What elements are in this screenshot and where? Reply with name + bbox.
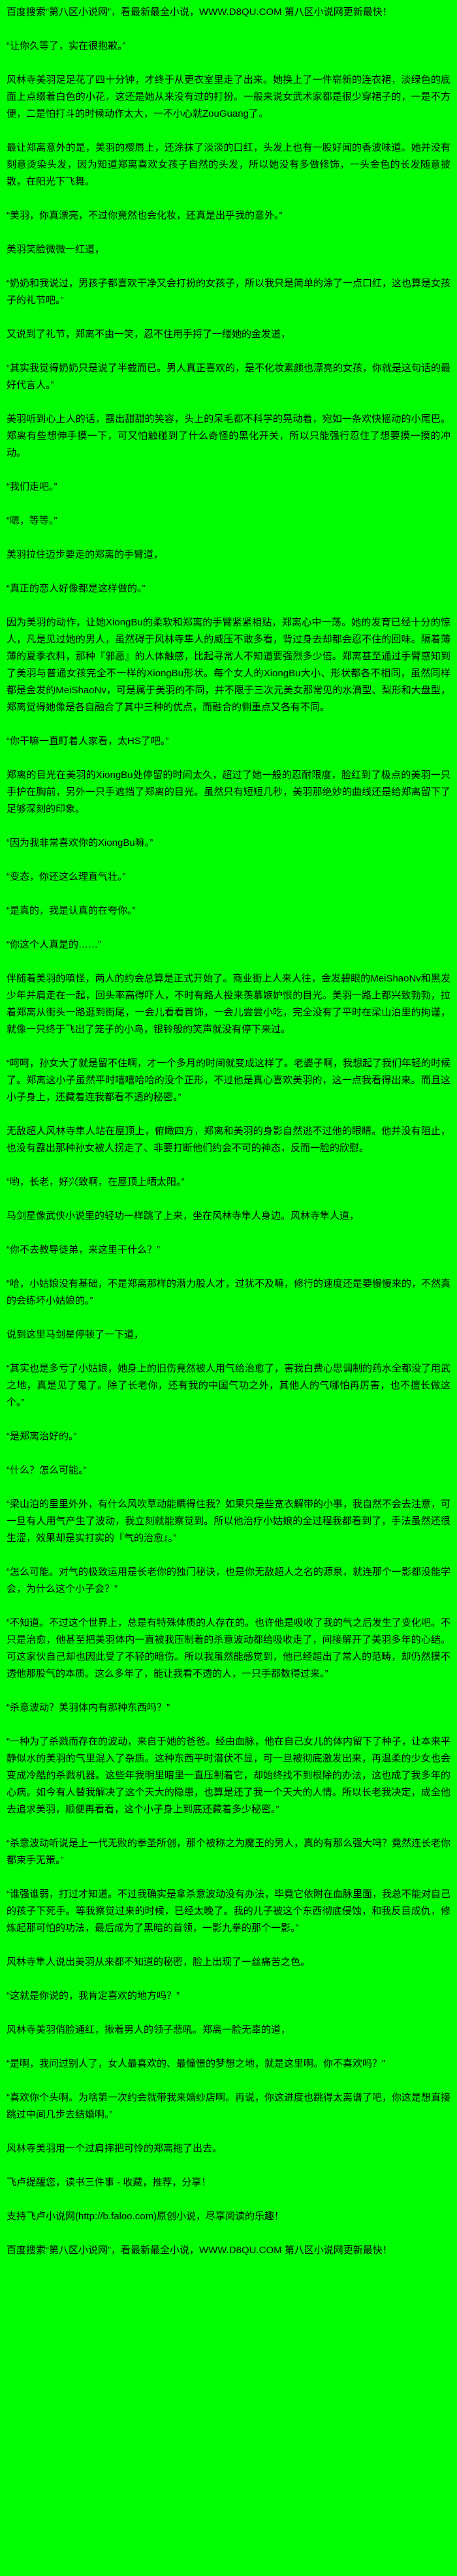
page-footer: 飞卢提醒您，读书三件事 - 收藏，推荐，分享！ 支持飞卢小说网(http://b… [7,2174,450,2259]
faloo-support-line: 支持飞卢小说网(http://b.faloo.com)原创小说，尽享阅读的乐趣！ [7,2211,285,2222]
novel-paragraph: “美羽，你真漂亮，不过你竟然也会化妆，还真是出乎我的意外。” [7,210,283,221]
novel-paragraph: “呵呵，孙女大了就是留不住啊，才一个多月的时间就变成这样了。老婆子啊，我想起了我… [7,1058,450,1103]
novel-paragraph: “奶奶和我说过，男孩子都喜欢干净又会打扮的女孩子，所以我只是简单的涂了一点口红，… [7,278,450,306]
novel-paragraph: 马剑星像武侠小说里的轻功一样跳了上来，坐在风林寺隼人身边。风林寺隼人道， [7,1210,360,1221]
novel-paragraph: “一种为了杀戮而存在的波动，来自于她的爸爸。经由血脉，他在自己女儿的体内留下了种… [7,1736,450,1815]
promo-banner-top: 百度搜索“第八区小说网”，看最新最全小说，WWW.D8QU.COM 第八区小说网… [7,7,392,18]
novel-paragraph: 又说到了礼节，郑离不由一笑，忍不住用手捋了一缕她的金发道， [7,329,291,340]
novel-paragraph: “变态，你还这么理直气壮。” [7,871,126,882]
novel-paragraph: “是郑离治好的。” [7,1431,77,1442]
novel-content: “让你久等了，实在很抱歉。” 风林寺美羽足足花了四十分钟，才终于从更衣室里走了出… [7,38,450,2157]
novel-paragraph: “哈，小姑娘没有基础，不是郑离那样的潜力股人才，过犹不及嘛，修行的速度还是要慢慢… [7,1278,450,1306]
promo-banner-bottom: 百度搜索“第八区小说网”，看最新最全小说，WWW.D8QU.COM 第八区小说网… [7,2245,392,2256]
novel-paragraph: “你这个人真是的……” [7,939,101,950]
novel-paragraph: 最让郑离意外的是，美羽的樱唇上，还涂抹了淡淡的口红，头发上也有一股好闻的香波味道… [7,142,450,187]
novel-paragraph: 郑离的目光在美羽的XiongBu处停留的时间太久，超过了她一般的忍耐限度，脸红到… [7,770,450,815]
novel-paragraph: “杀意波动听说是上一代无败的拳圣所创，那个被称之为魔王的男人，真的有那么强大吗？… [7,1838,450,1866]
novel-paragraph: “怎么可能。对气的极致运用是长老你的独门秘诀，也是你无敌超人之名的源泉，就连那个… [7,1566,450,1595]
novel-paragraph: “因为我非常喜欢你的XiongBu嘛。” [7,837,153,848]
novel-paragraph: “哟，长老，好兴致啊，在屋顶上晒太阳。” [7,1176,185,1188]
novel-paragraph: 美羽笑脸微微一红道， [7,244,105,255]
novel-paragraph: “其实也是多亏了小姑娘，她身上的旧伤竟然被人用气给治愈了，害我白费心思调制的药水… [7,1363,450,1408]
novel-paragraph: “真正的恋人好像都是这样做的。” [7,583,146,594]
novel-paragraph: 风林寺美羽用一个过肩摔把可怜的郑离拖了出去。 [7,2143,223,2154]
novel-paragraph: “谁强谁弱，打过才知道。不过我确实是拿杀意波动没有办法，毕竟它依附在血脉里面，我… [7,1889,450,1934]
novel-paragraph: “是啊，我问过别人了，女人最喜欢的、最憧憬的梦想之地，就是这里啊。你不喜欢吗？” [7,2058,385,2069]
novel-paragraph: “梁山泊的里里外外，有什么风吹草动能瞒得住我？如果只是些宽衣解带的小事，我自然不… [7,1499,450,1544]
novel-reader-page: 百度搜索“第八区小说网”，看最新最全小说，WWW.D8QU.COM 第八区小说网… [7,7,450,2259]
novel-paragraph: “嗯，等等。” [7,515,57,526]
novel-paragraph: 因为美羽的动作，让她XiongBu的柔软和郑离的手臂紧紧相贴，郑离心中一荡。她的… [7,617,450,713]
novel-paragraph: “是真的，我是认真的在夸你。” [7,905,136,916]
novel-paragraph: 说到这里马剑星停顿了一下道， [7,1329,144,1340]
novel-paragraph: “喜欢你个头啊。为啥第一次约会就带我来婚纱店啊。再说，你这进度也跳得太离谱了吧，… [7,2092,450,2120]
novel-paragraph: “什么？怎么可能。” [7,1465,87,1476]
novel-paragraph: 美羽听到心上人的话，露出甜甜的笑容，头上的呆毛都不科学的晃动着，宛如一条欢快摇动… [7,413,450,458]
novel-paragraph: “让你久等了，实在很抱歉。” [7,40,126,52]
novel-paragraph: “不知道。不过这个世界上，总是有特殊体质的人存在的。也许他是吸收了我的气之后发生… [7,1617,450,1679]
novel-paragraph: “你不去教导徒弟，来这里干什么？” [7,1244,160,1255]
novel-paragraph: “我们走吧。” [7,481,57,492]
novel-paragraph: 美羽拉住迈步要走的郑离的手臂道， [7,549,164,560]
novel-paragraph: “其实我觉得奶奶只是说了半截而已。男人真正喜欢的，是不化妆素颜也漂亮的女孩，你就… [7,363,450,391]
novel-paragraph: “这就是你说的，我肯定喜欢的地方吗？” [7,1990,180,2001]
novel-paragraph: 风林寺隼人说出美羽从来都不知道的秘密，脸上出现了一丝痛苦之色。 [7,1956,311,1968]
novel-paragraph: “杀意波动？美羽体内有那种东西吗？” [7,1702,170,1713]
novel-paragraph: 风林寺美羽俏脸通红，揪着男人的领子悲吼。郑离一脸无辜的道， [7,2024,291,2035]
novel-paragraph: 伴随着美羽的嗔怪，两人的约会总算是正式开始了。商业街上人来人往，金发碧眼的Mei… [7,973,450,1035]
novel-paragraph: 无敌超人风林寺隼人站在屋顶上，俯瞰四方，郑离和美羽的身影自然逃不过他的眼睛。他并… [7,1126,450,1154]
novel-paragraph: 风林寺美羽足足花了四十分钟，才终于从更衣室里走了出来。她换上了一件崭新的连衣裙，… [7,74,450,119]
novel-paragraph: “你干嘛一直盯着人家看，太HS了吧。” [7,736,169,747]
faloo-reminder-line: 飞卢提醒您，读书三件事 - 收藏，推荐，分享！ [7,2177,212,2188]
